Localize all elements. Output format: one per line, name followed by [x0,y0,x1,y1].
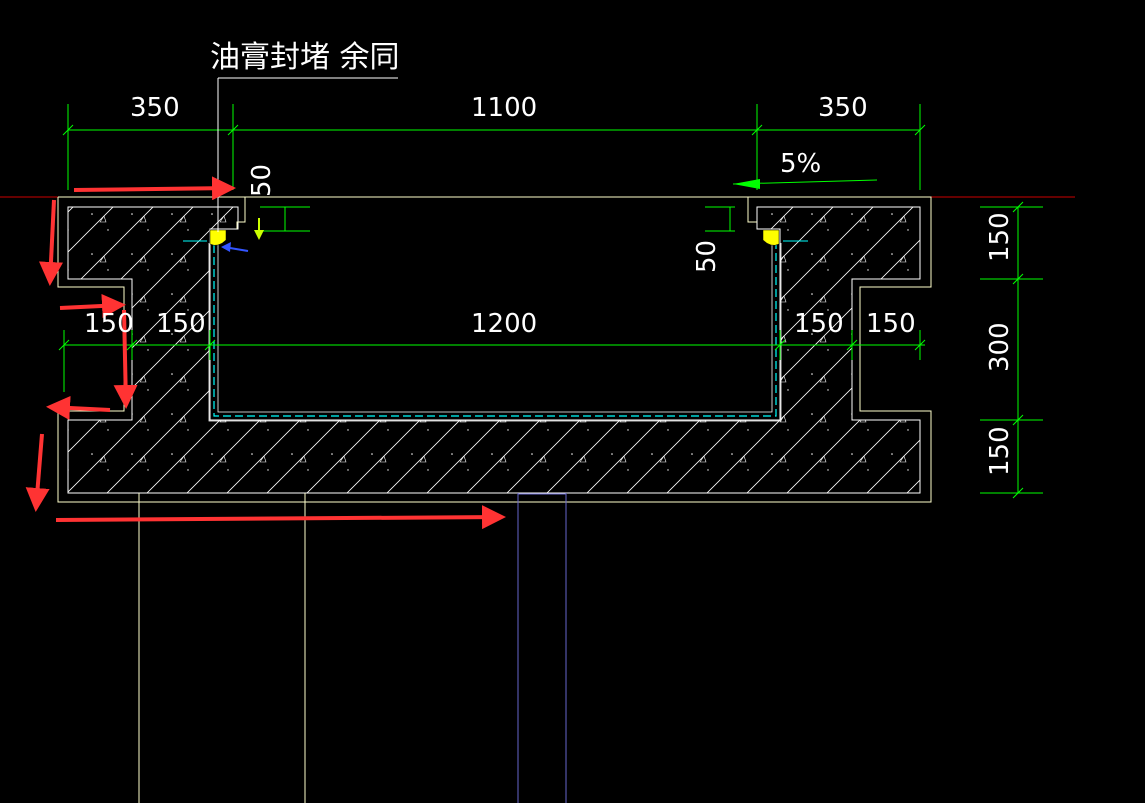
sealant-left [209,229,227,246]
concrete-section [67,206,921,494]
yellow-arrow-icon [254,230,264,240]
markup-arrows [25,176,506,530]
dim-right-step: 150 [866,309,916,339]
dim-notch-left: 50 [247,164,277,197]
slope-text: 5% [780,149,821,179]
dim-inner-width: 1200 [471,309,537,339]
waterproof-layer [183,240,808,422]
small-arrows [221,218,264,252]
dim-right-top: 150 [985,212,1015,262]
dim-top-right: 350 [818,93,868,123]
dim-right-wall: 150 [794,309,844,339]
dim-left-wall: 150 [156,309,206,339]
dim-notch-right: 50 [692,240,722,273]
dim-top-left: 350 [130,93,180,123]
blue-arrow-icon [221,242,231,252]
leader-note-text: 油膏封堵 余同 [210,40,400,75]
dim-right-bottom: 150 [985,426,1015,476]
note-leader [217,77,398,232]
dim-right-middle: 300 [985,322,1015,372]
dim-left-step: 150 [84,309,134,339]
dimension-lines [58,104,1043,499]
dim-top-middle: 1100 [471,93,537,123]
foundation-lines [138,493,567,803]
sealant-right [762,229,780,246]
slope-arrow-icon [733,179,760,189]
